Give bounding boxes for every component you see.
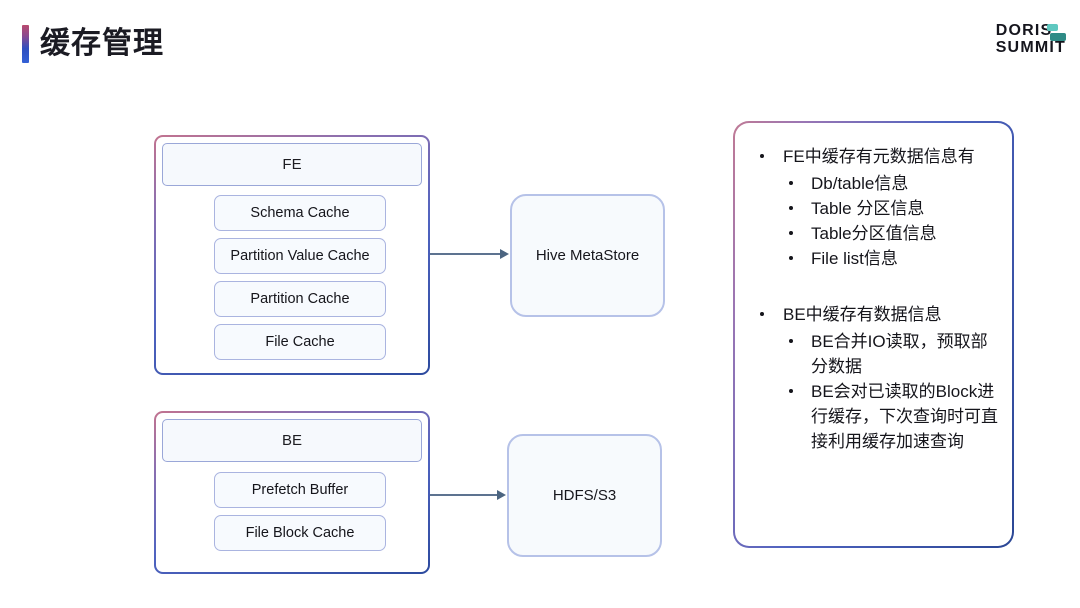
page-title: 缓存管理 [40,27,164,60]
notes-fe-main: FE中缓存有元数据信息有 [749,145,998,169]
bullet-dot-icon [789,206,793,210]
notes-group-fe: FE中缓存有元数据信息有 Db/table信息 Table 分区信息 Table… [749,145,998,271]
fe-cache-partition-value[interactable]: Partition Value Cache [214,238,386,274]
slide-header: 缓存管理 DORIS SUMMIT [0,0,1080,96]
notes-be-sub-2: BE会对已读取的Block进行缓存，下次查询时可直接利用缓存加速查询 [749,379,998,454]
bullet-dot-icon [789,231,793,235]
fe-cache-schema[interactable]: Schema Cache [214,195,386,231]
node-hive-metastore[interactable]: Hive MetaStore [510,194,665,317]
arrow-fe-to-hive-metastore [430,247,510,261]
bullet-dot-icon [789,389,793,393]
notes-fe-sub-4-text: File list信息 [811,249,898,268]
notes-be-sub-1-text: BE合并IO读取，预取部分数据 [811,332,988,376]
fe-cache-file[interactable]: File Cache [214,324,386,360]
notes-fe-sub-2: Table 分区信息 [749,196,998,221]
notes-fe-sub-4: File list信息 [749,246,998,271]
fe-group-header: FE [162,143,422,186]
fe-cache-partition[interactable]: Partition Cache [214,281,386,317]
notes-fe-sub-2-text: Table 分区信息 [811,199,925,218]
logo-bar-bottom [1050,33,1066,41]
node-hdfs-s3[interactable]: HDFS/S3 [507,434,662,557]
notes-group-be: BE中缓存有数据信息 BE合并IO读取，预取部分数据 BE会对已读取的Block… [749,303,998,454]
notes-be-main-text: BE中缓存有数据信息 [783,305,942,324]
notes-panel: FE中缓存有元数据信息有 Db/table信息 Table 分区信息 Table… [733,121,1014,548]
doris-summit-logo: DORIS SUMMIT [996,22,1066,56]
notes-group-divider [749,273,998,303]
notes-be-sub-1: BE合并IO读取，预取部分数据 [749,329,998,379]
logo-text-summit: SUMMIT [995,39,1066,56]
bullet-dot-icon [789,339,793,343]
be-group-box: BE Prefetch Buffer File Block Cache [154,411,430,574]
bullet-dot-icon [789,256,793,260]
title-accent-bar [22,25,29,63]
notes-fe-main-text: FE中缓存有元数据信息有 [783,147,975,166]
notes-be-sub-2-text: BE会对已读取的Block进行缓存，下次查询时可直接利用缓存加速查询 [811,382,998,451]
notes-fe-sub-1-text: Db/table信息 [811,174,909,193]
logo-text-doris: DORIS [995,22,1053,39]
bullet-dot-icon [760,154,764,158]
fe-group-box: FE Schema Cache Partition Value Cache Pa… [154,135,430,375]
notes-be-main: BE中缓存有数据信息 [749,303,998,327]
be-group-header: BE [162,419,422,462]
be-file-block-cache[interactable]: File Block Cache [214,515,386,551]
logo-bar-top [1047,24,1058,31]
doris-logo-mark-icon [1046,24,1066,42]
notes-fe-sub-3-text: Table分区值信息 [811,224,937,243]
notes-fe-sub-1: Db/table信息 [749,171,998,196]
bullet-dot-icon [789,181,793,185]
notes-fe-sub-3: Table分区值信息 [749,221,998,246]
bullet-dot-icon [760,312,764,316]
be-prefetch-buffer[interactable]: Prefetch Buffer [214,472,386,508]
arrow-be-to-hdfs-s3 [430,488,507,502]
